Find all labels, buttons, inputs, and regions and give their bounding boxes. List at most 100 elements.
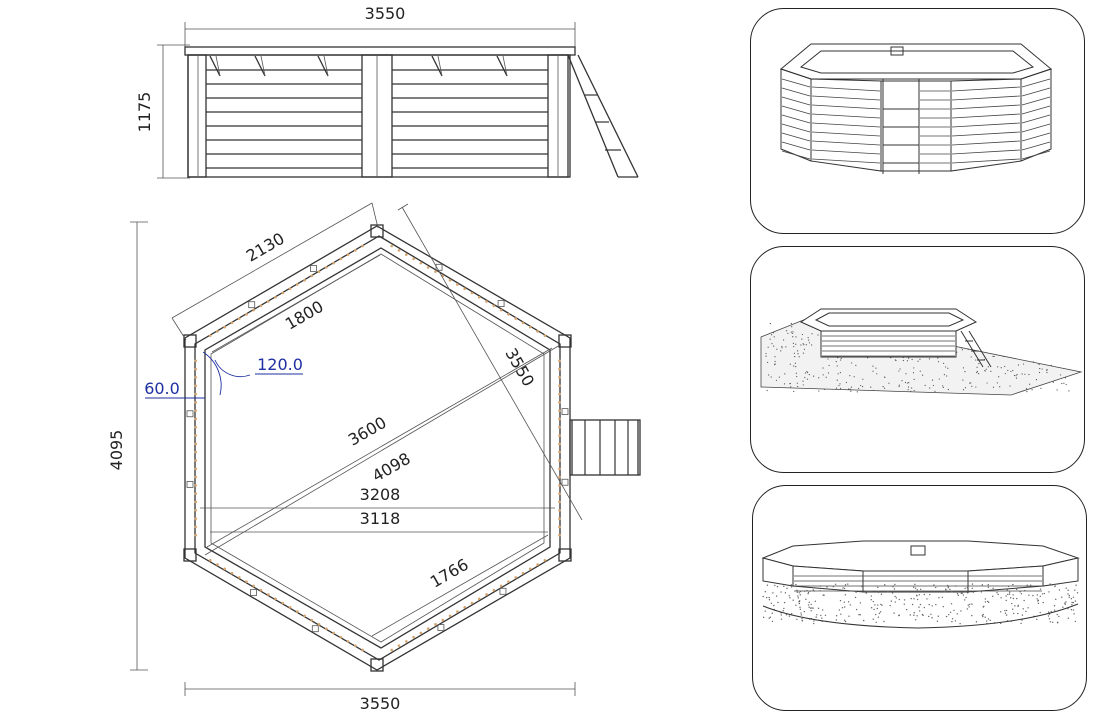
side-post	[435, 263, 443, 271]
gravel-dot	[1021, 373, 1023, 375]
gravel-dot	[259, 304, 263, 308]
gravel-dot	[310, 274, 314, 278]
gravel-dot	[914, 619, 917, 621]
gravel-dot	[856, 391, 858, 393]
gravel-dot	[847, 601, 850, 603]
gravel-dot	[951, 618, 954, 620]
gravel-dot	[928, 358, 931, 360]
gravel-dot	[822, 594, 824, 596]
gravel-dot	[903, 603, 906, 605]
gravel-dot	[194, 475, 198, 479]
gravel-dot	[237, 576, 241, 579]
gravel-dot	[354, 249, 357, 252]
gravel-dot	[827, 372, 830, 374]
gravel-dot	[951, 591, 953, 593]
gravel-dot	[835, 387, 838, 389]
panel-board	[951, 158, 1021, 164]
gravel-dot	[801, 619, 804, 622]
gravel-dot	[986, 382, 988, 384]
gravel-dot	[838, 384, 840, 387]
gravel-dot	[1068, 594, 1070, 597]
gravel-dot	[770, 376, 772, 378]
gravel-dot	[1003, 355, 1005, 358]
gravel-dot	[762, 595, 764, 598]
gravel-dot	[822, 367, 824, 369]
gravel-dot	[558, 359, 561, 363]
gravel-dot	[942, 385, 944, 387]
gravel-dot	[837, 373, 839, 375]
gravel-dot	[1024, 373, 1026, 375]
gravel-dot	[960, 347, 963, 349]
deck-bracket	[317, 55, 329, 77]
side-post	[186, 480, 194, 488]
gravel-dot	[898, 385, 900, 388]
gravel-dot	[883, 387, 886, 389]
gravel-dot	[194, 359, 198, 363]
gravel-dot	[802, 380, 804, 382]
gravel-dot	[938, 378, 940, 380]
gravel-dot	[194, 517, 198, 520]
gravel-dot	[993, 355, 995, 358]
gravel-dot	[813, 590, 815, 592]
gravel-dot	[911, 358, 913, 361]
gravel-dot	[870, 386, 872, 388]
gravel-dot	[1015, 588, 1018, 590]
gravel-dot	[1025, 388, 1028, 390]
gravel-dot	[791, 326, 793, 328]
gravel-dot	[799, 594, 802, 596]
gravel-dot	[800, 344, 802, 346]
gravel-dot	[1071, 601, 1073, 604]
gravel-dot	[536, 330, 539, 333]
gravel-dot	[783, 383, 786, 385]
gravel-dot	[456, 283, 459, 286]
gravel-dot	[764, 610, 766, 612]
gravel-dot	[849, 388, 851, 390]
gravel-dot	[1042, 584, 1044, 586]
gravel-dot	[906, 590, 909, 592]
gravel-dot	[978, 363, 980, 365]
gravel-dot	[875, 621, 877, 624]
gravel-dot	[992, 587, 994, 590]
gravel-dot	[296, 283, 299, 286]
gravel-dot	[797, 385, 799, 388]
gravel-dot	[911, 387, 913, 389]
gravel-dot	[802, 352, 805, 354]
gravel-dot	[815, 616, 817, 618]
gravel-dot	[855, 591, 857, 593]
gravel-dot	[558, 434, 561, 437]
gravel-dot	[1056, 389, 1058, 391]
panel-board	[951, 104, 1021, 110]
gravel-dot	[521, 321, 525, 325]
gravel-dot	[847, 583, 849, 585]
gravel-dot	[957, 594, 960, 597]
gravel-dot	[798, 602, 801, 605]
gravel-dot	[946, 584, 949, 587]
gravel-dot	[787, 332, 789, 334]
dim-plan-height: 4095	[107, 430, 126, 471]
gravel-dot	[874, 604, 876, 606]
gravel-dot	[796, 375, 798, 378]
gravel-dot	[1049, 583, 1051, 585]
gravel-dot	[912, 372, 915, 374]
gravel-dot	[216, 330, 219, 333]
gravel-dot	[558, 417, 561, 421]
gravel-dot	[835, 619, 838, 621]
gravel-dot	[783, 607, 785, 610]
gravel-dot	[558, 500, 561, 504]
gravel-dot	[339, 635, 343, 639]
corner-post	[558, 334, 572, 348]
gravel-dot	[984, 369, 986, 372]
gravel-dot	[987, 586, 990, 589]
gravel-dot	[930, 613, 932, 616]
gravel-dot	[808, 342, 811, 344]
gravel-dot	[971, 614, 973, 617]
gravel-dot	[346, 640, 350, 643]
gravel-dot	[792, 599, 794, 601]
gravel-dot	[792, 331, 794, 333]
gravel-dot	[969, 603, 971, 606]
gravel-dot	[434, 270, 437, 273]
gravel-dot	[844, 606, 846, 608]
gravel-dot	[802, 343, 804, 345]
gravel-dot	[780, 591, 782, 593]
gravel-dot	[773, 345, 775, 347]
